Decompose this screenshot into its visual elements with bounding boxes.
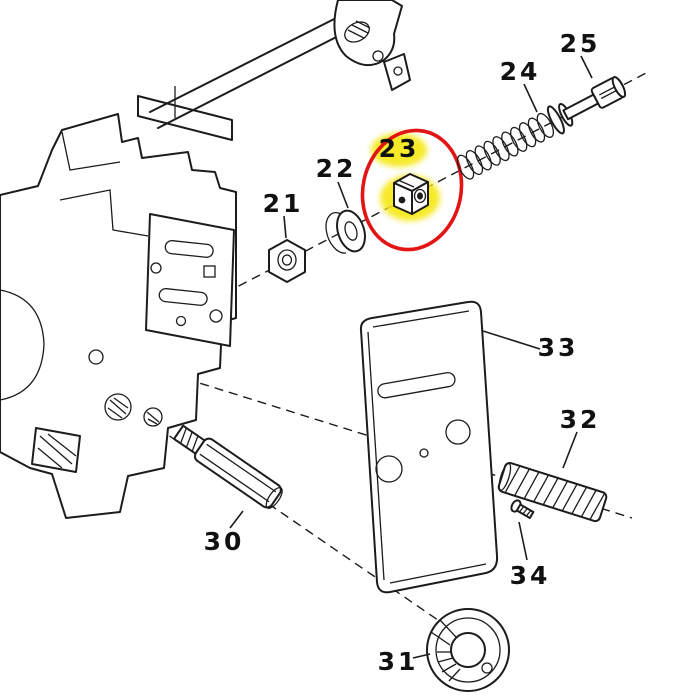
stud-boss-3 (88, 349, 104, 365)
part-labels: 21 22 23 24 25 30 31 32 34 33 (204, 29, 601, 676)
handle-bar-edge-2 (157, 27, 355, 129)
part-label-24: 24 (500, 57, 541, 86)
brake-lever-bracket (333, 0, 411, 91)
leader-25 (580, 55, 593, 79)
part-guide-plate-33 (359, 300, 499, 594)
bar-mount-pad (145, 213, 235, 347)
leader-lines (229, 55, 593, 659)
leader-31 (412, 653, 431, 659)
part-small-screw-34 (510, 499, 535, 520)
part-label-25: 25 (560, 29, 601, 58)
leader-24 (523, 83, 538, 113)
part-cup-retainer-31 (426, 608, 510, 692)
leader-22 (337, 181, 349, 209)
chain-catcher-block (31, 427, 81, 473)
leader-32 (562, 431, 578, 469)
part-label-32: 32 (560, 405, 601, 434)
part-spring-24 (456, 112, 554, 180)
leader-34 (518, 521, 528, 561)
engine-housing (0, 0, 411, 519)
housing-detail-shelf (59, 189, 149, 237)
part-label-30: 30 (204, 527, 245, 556)
part-label-34: 34 (510, 561, 551, 590)
part-label-23: 23 (379, 134, 420, 163)
part-label-31: 31 (378, 647, 419, 676)
part-label-33: 33 (538, 333, 579, 362)
part-collar-stud-30 (173, 424, 283, 509)
stud-boss-1 (104, 393, 132, 421)
housing-outline (0, 113, 237, 519)
housing-top-plate (137, 95, 233, 141)
part-label-21: 21 (263, 189, 304, 218)
part-hex-nut-21 (268, 239, 306, 283)
leader-33 (482, 330, 541, 350)
housing-detail-edge (61, 131, 121, 171)
stud-boss-2 (143, 407, 163, 427)
part-label-22: 22 (316, 154, 357, 183)
highlight-circle (360, 128, 464, 252)
leader-30 (229, 510, 244, 529)
part-tensioner-block-23 (393, 173, 429, 215)
leader-21 (283, 215, 287, 239)
part-bar-stud-32 (497, 461, 608, 523)
part-washer-22 (325, 209, 366, 254)
part-tensioner-screw-25 (546, 76, 627, 135)
crank-boss-arc (0, 289, 45, 401)
handle-bar-edge-1 (149, 11, 349, 113)
